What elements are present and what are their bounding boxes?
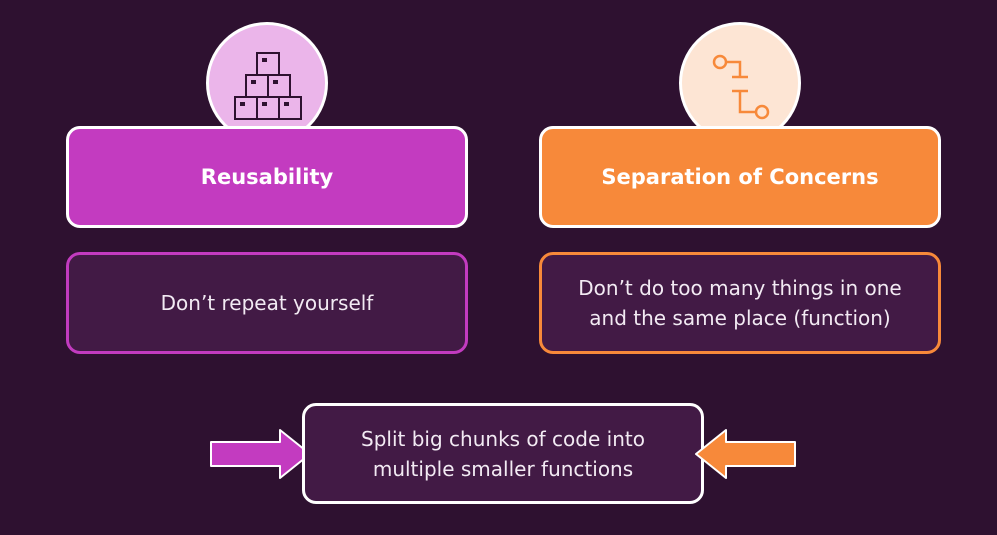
reusability-description: Don’t repeat yourself	[66, 252, 468, 354]
stacked-boxes-icon	[234, 52, 302, 120]
arrow-left-icon	[695, 429, 796, 479]
reusability-icon-badge	[206, 22, 328, 144]
flow-connector-icon	[712, 54, 770, 120]
separation-of-concerns-description: Don’t do too many things in one and the …	[539, 252, 941, 354]
reusability-title: Reusability	[66, 126, 468, 228]
arrow-right-icon	[210, 429, 311, 479]
separation-of-concerns-title: Separation of Concerns	[539, 126, 941, 228]
conclusion-box: Split big chunks of code into multiple s…	[302, 403, 704, 504]
